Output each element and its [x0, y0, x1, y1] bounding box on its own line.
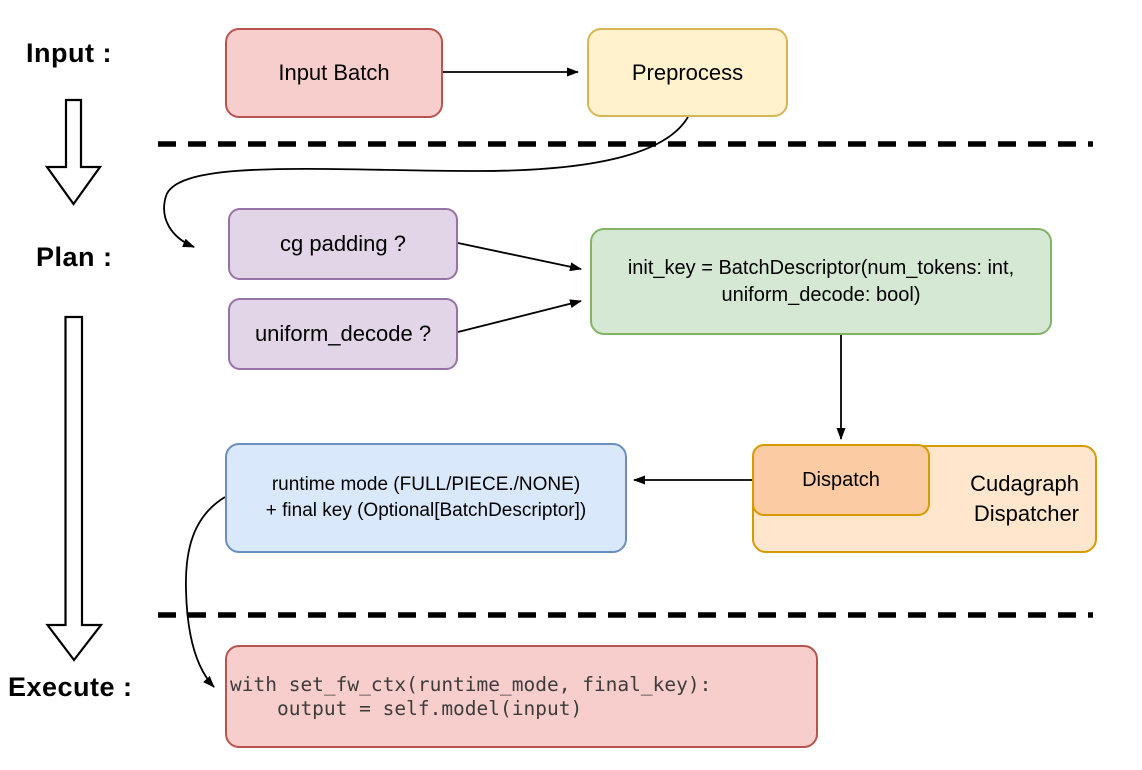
- stage-label-execute: Execute :: [8, 672, 133, 702]
- node-execute-code: with set_fw_ctx(runtime_mode, final_key)…: [225, 645, 818, 748]
- node-preprocess: Preprocess: [587, 28, 788, 117]
- edge-runtime-execcode: [185, 496, 226, 688]
- node-input-batch-label: Input Batch: [278, 60, 390, 85]
- node-execute-code-line1: with set_fw_ctx(runtime_mode, final_key)…: [230, 672, 712, 696]
- node-init-key: init_key = BatchDescriptor(num_tokens: i…: [590, 228, 1052, 335]
- input-to-plan-arrow-icon: [44, 98, 103, 206]
- edge-preprocess-cgpadding: [163, 116, 689, 248]
- node-uniform-decode: uniform_decode ?: [228, 298, 458, 370]
- node-cudagraph-dispatcher-line1: Cudagraph: [970, 471, 1079, 496]
- node-execute-code-line2: output = self.model(input): [230, 696, 583, 720]
- node-init-key-line1: init_key = BatchDescriptor(num_tokens: i…: [627, 256, 1015, 279]
- edge-cgpadding-initkey: [457, 242, 582, 272]
- node-preprocess-label: Preprocess: [631, 59, 744, 85]
- node-cg-padding: cg padding ?: [228, 208, 458, 280]
- node-cudagraph-dispatcher-line2: Dispatcher: [973, 501, 1079, 526]
- plan-to-execute-arrow-icon: [45, 315, 104, 662]
- node-dispatch-label: Dispatch: [802, 468, 880, 491]
- node-uniform-decode-label: uniform_decode ?: [254, 321, 432, 346]
- node-init-key-line2: uniform_decode: bool): [721, 283, 921, 306]
- node-runtime-mode: runtime mode (FULL/PIECE./NONE) + final …: [225, 443, 627, 553]
- stage-label-plan: Plan :: [36, 242, 113, 272]
- node-input-batch: Input Batch: [225, 28, 443, 118]
- node-dispatch: Dispatch: [752, 444, 930, 516]
- node-runtime-mode-line1: runtime mode (FULL/PIECE./NONE): [271, 474, 581, 495]
- edge-uniformdecode-initkey: [457, 299, 582, 333]
- node-cg-padding-label: cg padding ?: [280, 231, 406, 256]
- node-runtime-mode-line2: + final key (Optional[BatchDescriptor]): [265, 500, 587, 521]
- stage-label-input: Input :: [26, 38, 112, 68]
